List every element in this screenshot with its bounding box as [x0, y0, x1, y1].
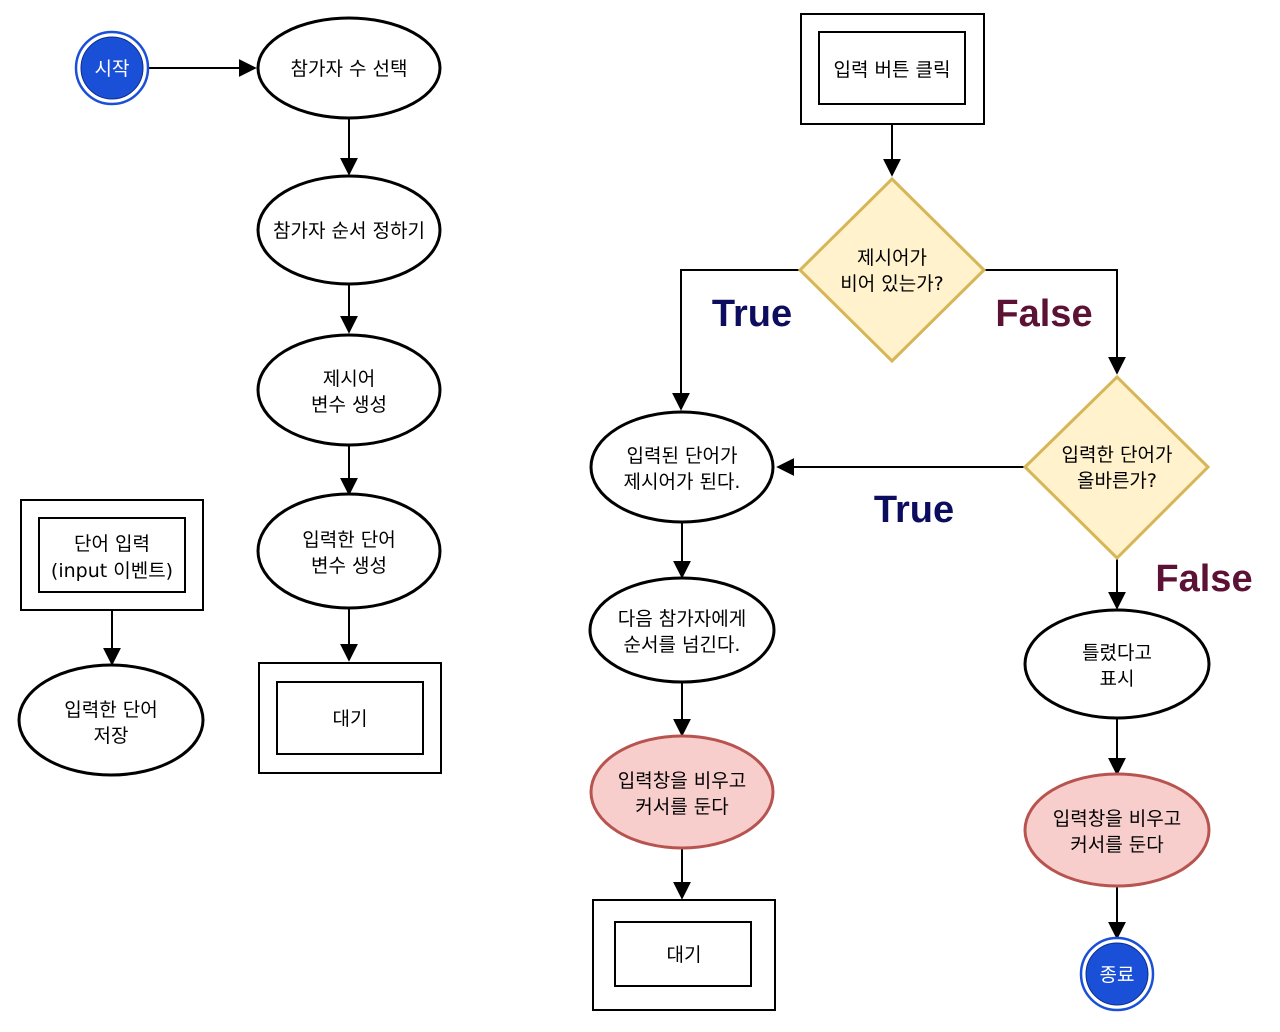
- save-input-node: 입력한 단어 저장: [17, 663, 205, 777]
- empty-false-label: False: [995, 293, 1092, 335]
- input-becomes-word-line1: 입력된 단어가: [627, 445, 738, 467]
- is-input-correct-line2: 올바른가?: [1077, 470, 1157, 492]
- word-input-event-node: 단어 입력 (input 이벤트): [20, 499, 204, 611]
- pass-turn-line1: 다음 참가자에게: [618, 608, 746, 630]
- make-word-var-line1: 제시어: [323, 368, 375, 390]
- make-word-var-node: 제시어 변수 생성: [256, 333, 442, 447]
- make-input-var-line2: 변수 생성: [311, 555, 387, 577]
- clear-input-right-node: 입력창을 비우고 커서를 둔다: [1023, 772, 1211, 888]
- word-input-event-line1: 단어 입력: [74, 533, 150, 555]
- input-becomes-word-line2: 제시어가 된다.: [624, 471, 741, 493]
- is-word-empty-line1: 제시어가: [857, 247, 927, 269]
- edge-empty-false: [984, 269, 1126, 375]
- show-wrong-node: 틀렸다고 표시: [1023, 608, 1211, 720]
- is-word-empty-decision: 제시어가 비어 있는가?: [797, 176, 987, 364]
- save-input-line1: 입력한 단어: [64, 699, 157, 721]
- correct-false-label: False: [1155, 558, 1252, 600]
- make-input-var-node: 입력한 단어 변수 생성: [256, 492, 442, 610]
- set-order-node: 참가자 순서 정하기: [256, 174, 442, 286]
- is-input-correct-line1: 입력한 단어가: [1062, 444, 1173, 466]
- is-input-correct-decision: 입력한 단어가 올바른가?: [1022, 374, 1211, 561]
- start-node: 시작: [74, 30, 150, 106]
- end-label: 종료: [1100, 964, 1135, 986]
- pass-turn-line2: 순서를 넘긴다.: [624, 634, 741, 656]
- end-node: 종료: [1079, 936, 1155, 1012]
- set-order-label: 참가자 순서 정하기: [273, 220, 425, 242]
- wait-mid-node: 대기: [592, 899, 776, 1011]
- word-input-event-line2: (input 이벤트): [51, 560, 173, 582]
- wait-left-node: 대기: [258, 662, 442, 774]
- clear-input-mid-line1: 입력창을 비우고: [618, 770, 746, 792]
- edge-empty-true: [672, 269, 800, 411]
- edges: [103, 59, 1126, 940]
- make-input-var-line1: 입력한 단어: [302, 529, 395, 551]
- empty-true-label: True: [712, 293, 792, 335]
- is-word-empty-line2: 비어 있는가?: [840, 273, 944, 295]
- wait-left-label: 대기: [333, 708, 368, 730]
- clear-input-right-line2: 커서를 둔다: [1070, 834, 1163, 856]
- input-becomes-word-node: 입력된 단어가 제시어가 된다.: [589, 410, 775, 524]
- clear-input-mid-line2: 커서를 둔다: [635, 796, 728, 818]
- make-word-var-line2: 변수 생성: [311, 394, 387, 416]
- select-players-label: 참가자 수 선택: [291, 58, 408, 80]
- show-wrong-line1: 틀렸다고: [1082, 642, 1152, 664]
- save-input-line2: 저장: [94, 725, 129, 747]
- pass-turn-node: 다음 참가자에게 순서를 넘긴다.: [588, 576, 776, 684]
- correct-true-label: True: [874, 489, 954, 531]
- clear-input-right-line1: 입력창을 비우고: [1053, 808, 1181, 830]
- select-players-node: 참가자 수 선택: [256, 16, 442, 120]
- wait-mid-label: 대기: [667, 944, 702, 966]
- show-wrong-line2: 표시: [1100, 668, 1135, 690]
- click-input-button-label: 입력 버튼 클릭: [834, 59, 951, 81]
- start-label: 시작: [95, 58, 130, 80]
- click-input-button-node: 입력 버튼 클릭: [800, 13, 985, 125]
- clear-input-mid-node: 입력창을 비우고 커서를 둔다: [589, 734, 775, 850]
